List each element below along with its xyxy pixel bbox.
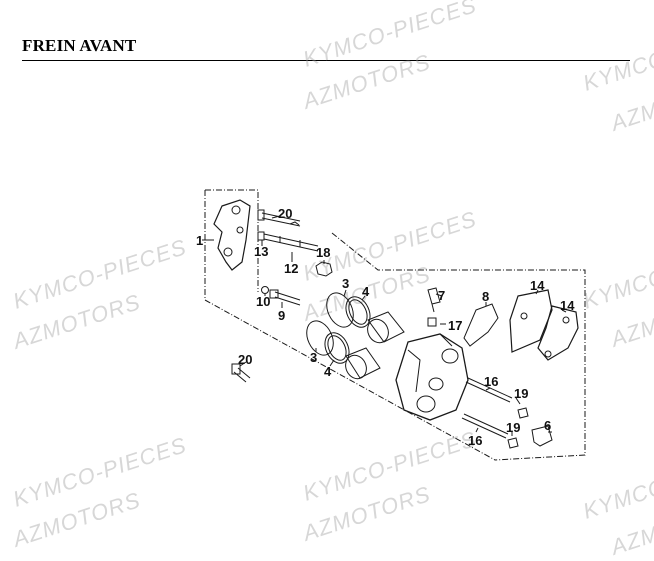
screw: [427, 317, 437, 327]
page-title: FREIN AVANT: [22, 36, 137, 55]
bolt: [231, 363, 251, 383]
brake-pad: [509, 289, 553, 353]
callout-14: 14: [560, 298, 575, 313]
bolt: [257, 209, 301, 227]
callout-14: 14: [530, 278, 545, 293]
callout-4: 4: [324, 364, 332, 379]
brake-pad: [537, 305, 579, 361]
dust-seal: [345, 296, 371, 328]
pad-spring: [463, 303, 499, 347]
clip: [507, 437, 519, 449]
frame-outline: [204, 189, 586, 461]
callout-7: 7: [438, 288, 445, 303]
callout-17: 17: [448, 318, 462, 333]
bolt: [269, 289, 301, 306]
boot: [531, 425, 553, 447]
clip: [517, 407, 529, 419]
callout-20: 20: [278, 206, 292, 221]
nut: [315, 261, 333, 277]
seal-ring: [326, 292, 354, 328]
caliper-bracket: [213, 199, 251, 271]
callout-3: 3: [310, 350, 317, 365]
callout-1: 1: [196, 233, 203, 248]
piston: [367, 311, 405, 343]
callout-19: 19: [506, 420, 520, 435]
pin: [257, 231, 319, 252]
dust-seal: [324, 332, 350, 364]
callout-20: 20: [238, 352, 252, 367]
piston: [345, 347, 381, 379]
callout-18: 18: [316, 245, 330, 260]
callout-13: 13: [254, 244, 268, 259]
callout-4: 4: [362, 284, 370, 299]
title-rule: [22, 60, 630, 61]
callout-10: 10: [256, 294, 270, 309]
seal-ring: [306, 320, 334, 356]
bleeder-valve: [427, 287, 441, 313]
callout-3: 3: [342, 276, 349, 291]
callout-8: 8: [482, 289, 489, 304]
callout-16: 16: [484, 374, 498, 389]
callout-6: 6: [544, 418, 551, 433]
callout-9: 9: [278, 308, 285, 323]
callout-19: 19: [514, 386, 528, 401]
callout-12: 12: [284, 261, 298, 276]
callout-16: 16: [468, 433, 482, 448]
caliper-body: [395, 333, 469, 421]
pad-pin: [461, 413, 509, 439]
washer: [261, 286, 269, 294]
